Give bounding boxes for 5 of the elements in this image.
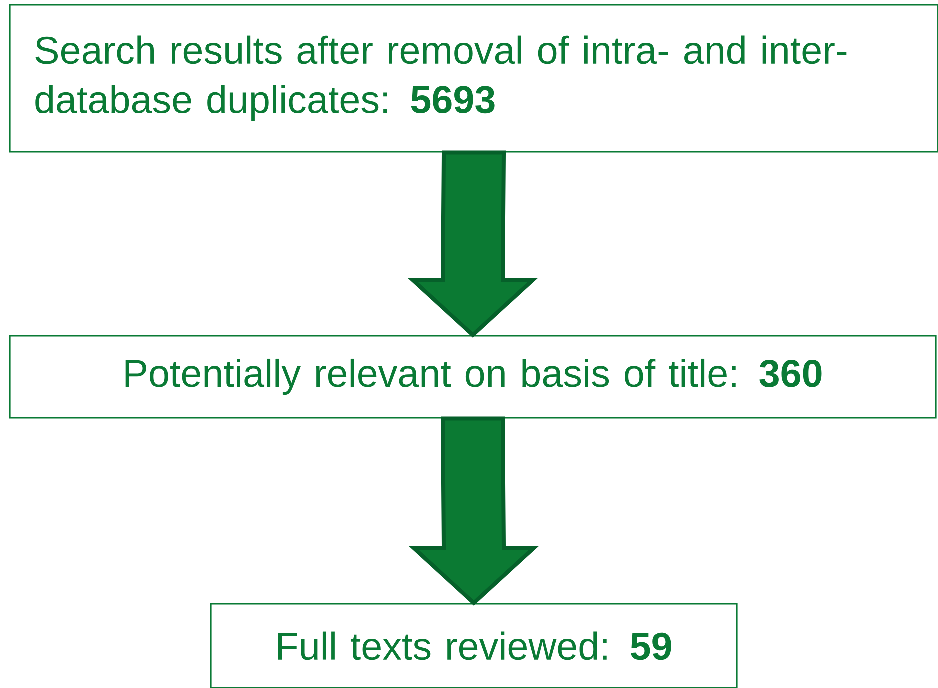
process-box: Search results after removal of intra- and inter- database duplicates: 5693 bbox=[9, 4, 938, 153]
process-box: Potentially relevant on basis of title: 360 bbox=[9, 335, 937, 419]
process-box: Full texts reviewed: 59 bbox=[210, 603, 738, 688]
block-arrow bbox=[408, 150, 538, 338]
block-arrow bbox=[408, 416, 540, 606]
